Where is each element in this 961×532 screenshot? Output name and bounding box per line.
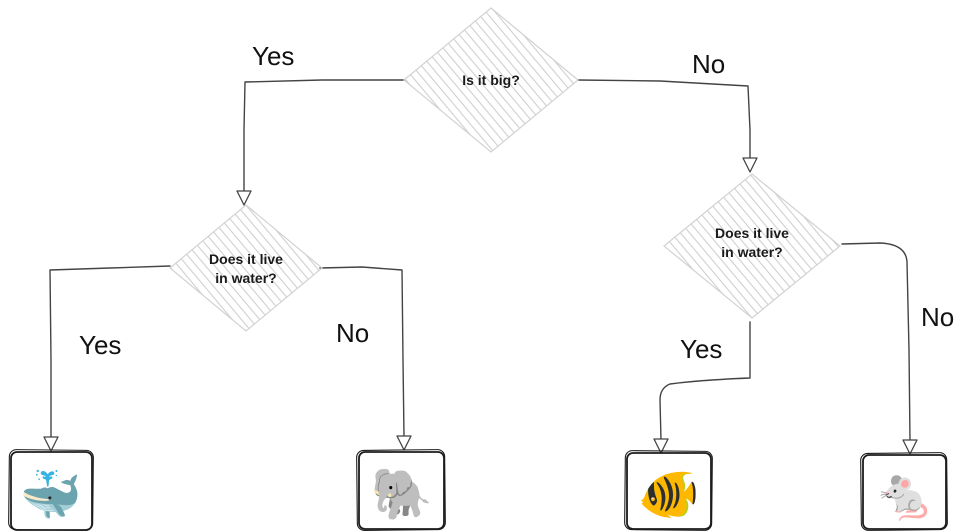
decision-node-left: Does it live in water? [169, 204, 323, 332]
edge-label-right-yes: Yes [680, 334, 722, 364]
leaf-box [626, 452, 712, 530]
edge-label-root-yes: Yes [252, 41, 294, 71]
node-label-root: Is it big? [462, 72, 520, 88]
diamond-shape [170, 205, 322, 331]
tropical-fish-icon: 🐠 [638, 465, 700, 523]
edge-root-to-left-question [243, 79, 406, 193]
whale-icon: 🐳 [20, 466, 82, 524]
leaf-whale: 🐳 [8, 449, 94, 531]
arrowhead-fish [653, 438, 669, 454]
elephant-icon: 🐘 [371, 465, 433, 523]
arrowhead-right-question [742, 157, 758, 173]
arrowheads [43, 157, 918, 455]
node-label-right-line2: in water? [721, 244, 782, 260]
edge-root-to-right-question [577, 79, 751, 161]
edges [49, 79, 911, 442]
mouse-icon: 🐁 [874, 465, 936, 523]
edge-right-question-to-fish [659, 321, 751, 441]
decision-node-right: Does it live in water? [663, 173, 841, 319]
decision-node-root: Is it big? [403, 7, 579, 153]
leaf-elephant: 🐘 [356, 449, 446, 531]
arrowhead-left-question [236, 190, 252, 206]
arrowhead-mouse [902, 439, 918, 455]
edge-label-right-no: No [921, 302, 954, 332]
leaf-box [358, 451, 445, 530]
edge-label-left-no: No [336, 318, 369, 348]
edge-right-question-to-mouse [841, 242, 911, 442]
arrowhead-elephant [396, 435, 412, 451]
leaf-mouse: 🐁 [860, 452, 948, 531]
node-label-left-line1: Does it live [209, 251, 283, 267]
edge-left-question-to-elephant [319, 266, 405, 438]
leaf-box [862, 454, 947, 530]
node-label-right-line1: Does it live [715, 225, 789, 241]
edge-label-left-yes: Yes [79, 330, 121, 360]
node-label-left-line2: in water? [215, 270, 276, 286]
leaf-fish: 🐠 [624, 450, 713, 531]
edge-label-root-no: No [692, 49, 725, 79]
arrowhead-whale [43, 436, 59, 452]
edge-left-question-to-whale [49, 265, 171, 439]
